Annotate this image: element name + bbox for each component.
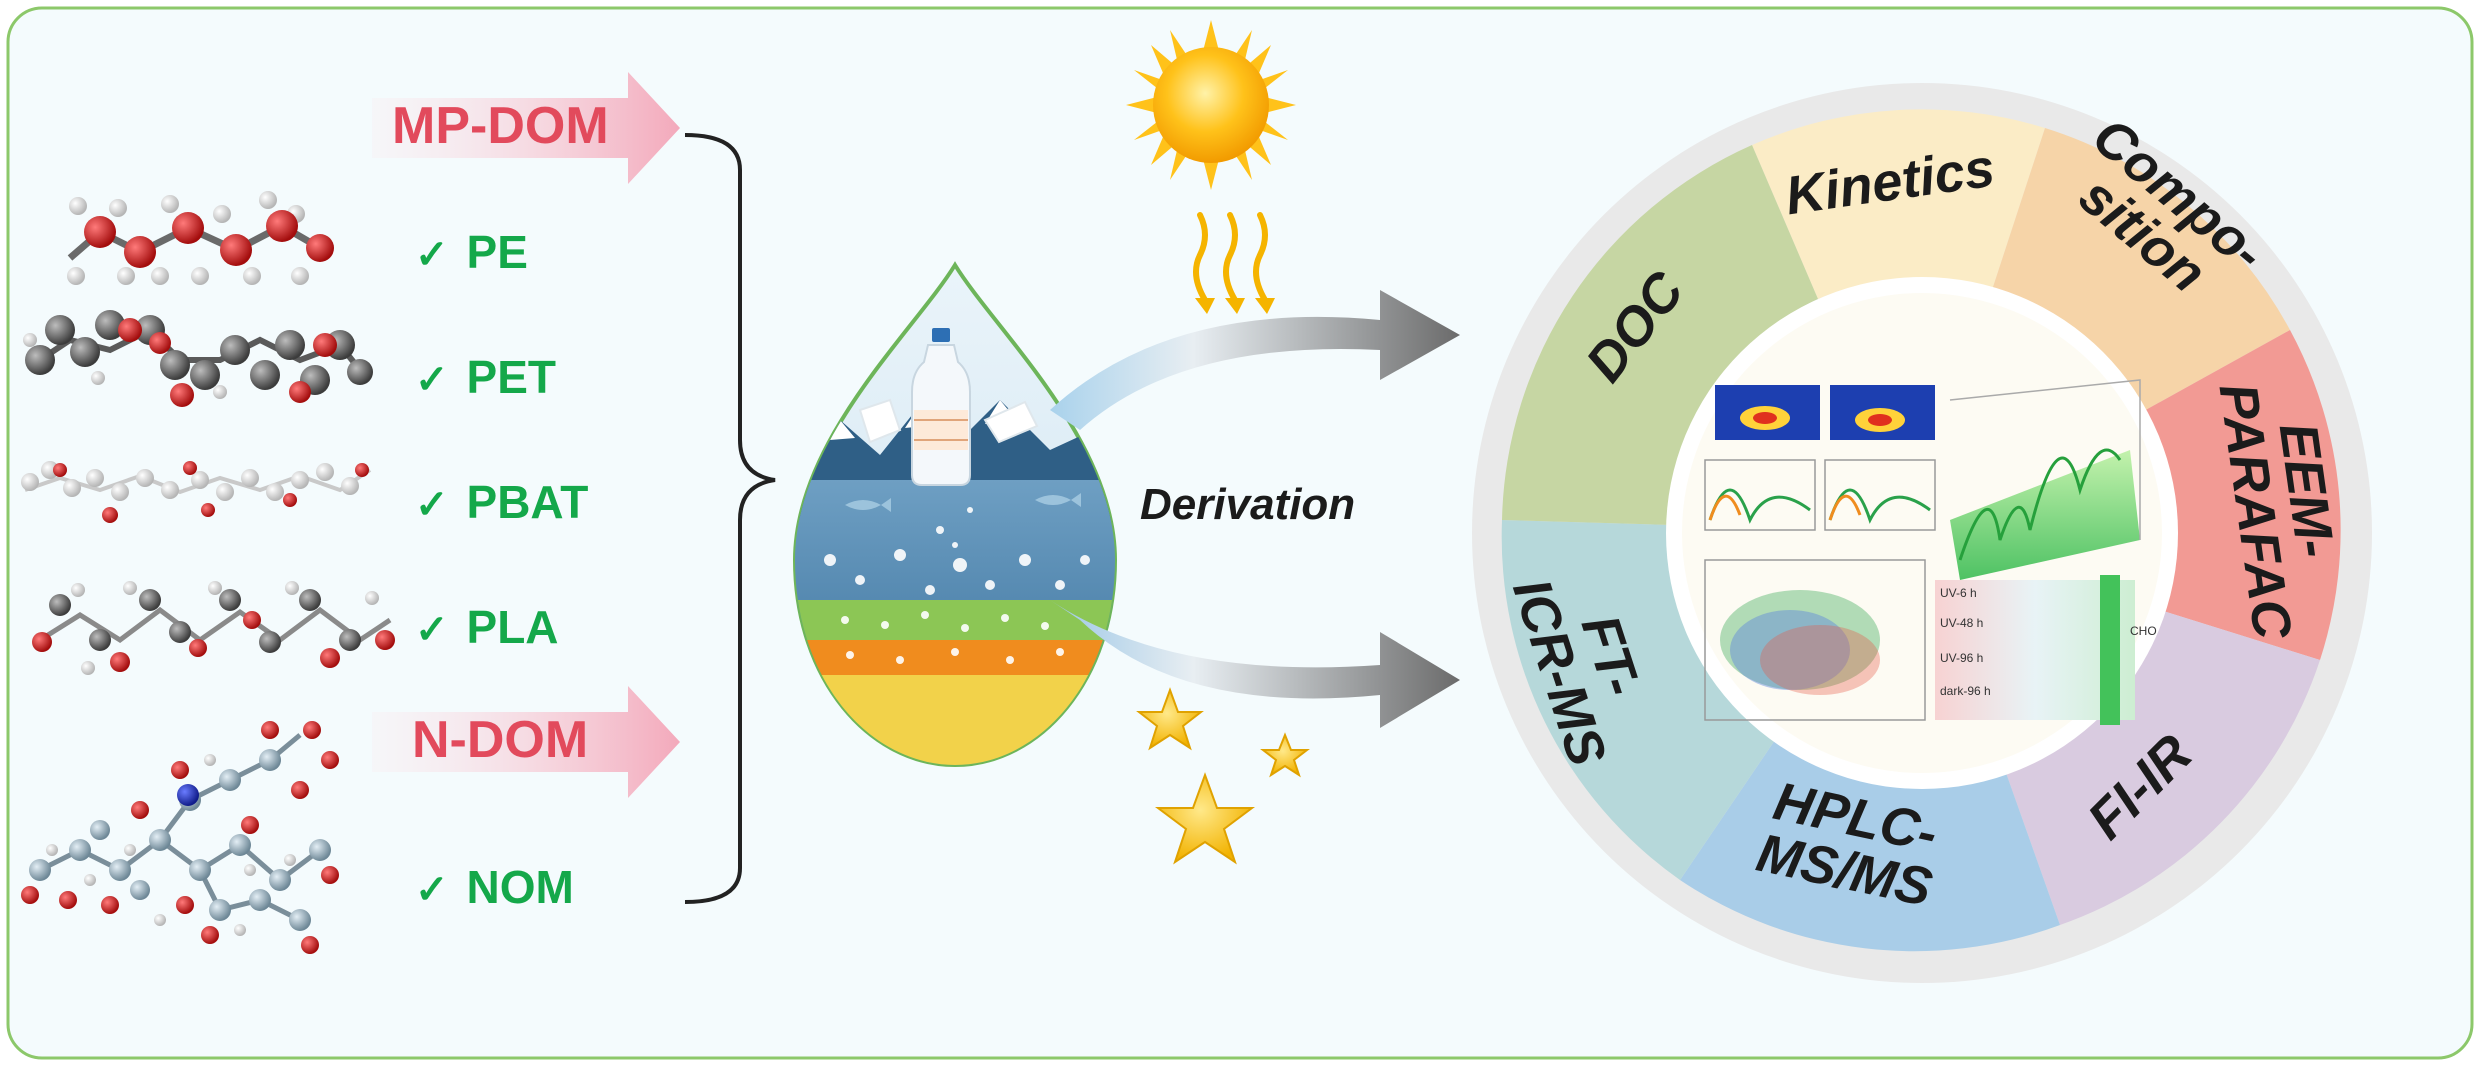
inset-label-dark96: dark-96 h bbox=[1940, 684, 1991, 698]
derivation-arrows bbox=[1050, 290, 1460, 728]
list-item-pbat: ✓PBAT bbox=[415, 476, 589, 528]
check-icon: ✓ bbox=[415, 483, 449, 527]
mp-dom-arrow bbox=[372, 72, 680, 184]
inset-eem-plots bbox=[1704, 385, 1936, 531]
inset-scatter bbox=[1704, 559, 1926, 721]
check-icon: ✓ bbox=[415, 608, 449, 652]
mp-dom-heading: MP-DOM bbox=[392, 97, 609, 155]
pet-molecule-icon bbox=[23, 310, 373, 407]
list-item-nom: ✓NOM bbox=[415, 861, 574, 913]
grouping-brace bbox=[684, 133, 776, 904]
pla-molecule-icon bbox=[32, 581, 395, 675]
list-item-pla: ✓PLA bbox=[415, 601, 559, 653]
check-icon: ✓ bbox=[415, 233, 449, 277]
pbat-molecule-icon bbox=[21, 461, 372, 523]
n-dom-arrow bbox=[372, 686, 680, 798]
n-dom-heading: N-DOM bbox=[412, 711, 589, 769]
list-item-pe: ✓PE bbox=[415, 226, 528, 278]
inset-ftir-3d bbox=[1949, 379, 2141, 580]
inset-label-uv48: UV-48 h bbox=[1940, 616, 1983, 630]
check-icon: ✓ bbox=[415, 358, 449, 402]
nom-molecule-icon bbox=[21, 721, 339, 954]
list-item-pet: ✓PET bbox=[415, 351, 556, 403]
inset-label-uv96: UV-96 h bbox=[1940, 651, 1983, 665]
inset-label-uv6: UV-6 h bbox=[1940, 586, 1977, 600]
inset-label-cho: CHO bbox=[2130, 624, 2157, 638]
sun-icon bbox=[1126, 20, 1296, 314]
inset-sankey: UV-6 h UV-48 h UV-96 h dark-96 h CHO bbox=[1935, 575, 2157, 725]
check-icon: ✓ bbox=[415, 868, 449, 912]
stars-icon bbox=[1136, 687, 1310, 865]
derivation-label: Derivation bbox=[1140, 480, 1356, 529]
pe-molecule-icon bbox=[67, 191, 334, 285]
